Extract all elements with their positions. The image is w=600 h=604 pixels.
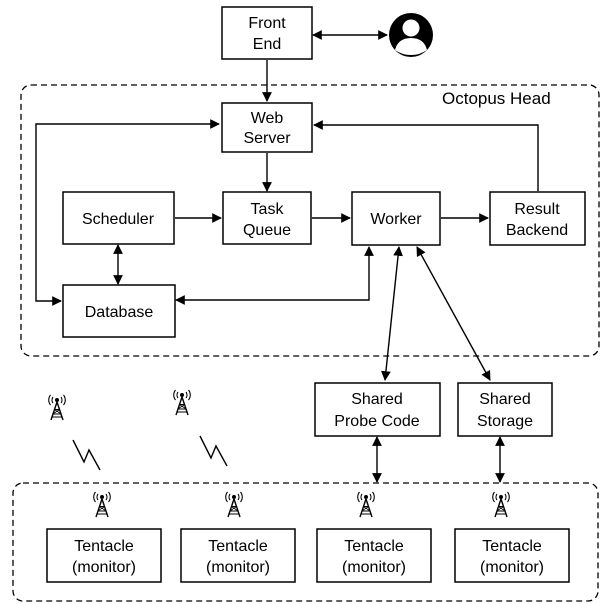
tentacle-3-label-1: Tentacle: [344, 538, 404, 555]
task-queue-label-2: Queue: [243, 222, 291, 239]
tentacle-4-label-1: Tentacle: [482, 538, 542, 555]
antenna-icon: [492, 491, 510, 518]
antenna-icon: [357, 491, 375, 518]
shared-storage-label-2: Storage: [477, 413, 533, 430]
tentacle-1-label-1: Tentacle: [74, 538, 134, 555]
antenna-icon: [48, 394, 66, 421]
antenna-icon: [93, 491, 111, 518]
scheduler-label: Scheduler: [82, 211, 155, 228]
shared-probe-code-label-2: Probe Code: [334, 413, 419, 430]
wireless-signal-icon: [199, 435, 228, 467]
database-label: Database: [85, 304, 154, 321]
tentacle-node-2: Tentacle (monitor): [180, 528, 296, 583]
result-backend-label-1: Result: [514, 201, 560, 218]
edge-resultbackend-webserver: [313, 120, 539, 191]
connectors: [35, 30, 539, 483]
tentacle-node-4: Tentacle (monitor): [454, 528, 570, 583]
tentacles-region: [12, 482, 599, 602]
worker-node: Worker: [351, 191, 441, 246]
tentacle-1-label-2: (monitor): [72, 559, 136, 576]
web-server-node: Web Server: [221, 102, 313, 153]
edge-worker-storage: [416, 246, 491, 381]
task-queue-label-1: Task: [251, 201, 285, 218]
edge-database-worker: [175, 246, 374, 305]
edge-worker-probecode: [381, 246, 403, 381]
front-end-label-1: Front: [248, 15, 286, 32]
shared-storage-node: Shared Storage: [457, 382, 553, 437]
edge-webserver-database: [35, 119, 220, 306]
tentacle-node-3: Tentacle (monitor): [316, 528, 432, 583]
result-backend-node: Result Backend: [489, 191, 586, 246]
front-end-label-2: End: [253, 36, 281, 53]
web-server-label-2: Server: [243, 130, 291, 147]
tentacle-3-label-2: (monitor): [342, 559, 406, 576]
octopus-head-label: Octopus Head: [442, 89, 551, 108]
antenna-icon: [225, 491, 243, 518]
tentacle-2-label-2: (monitor): [206, 559, 270, 576]
tentacle-2-label-1: Tentacle: [208, 538, 268, 555]
worker-label: Worker: [370, 211, 422, 228]
result-backend-label-2: Backend: [506, 222, 568, 239]
shared-probe-code-label-1: Shared: [351, 391, 403, 408]
scheduler-node: Scheduler: [62, 191, 175, 245]
tentacle-4-label-2: (monitor): [480, 559, 544, 576]
user-icon: [389, 13, 433, 57]
antenna-icon: [173, 389, 191, 416]
wireless-signal-icon: [72, 439, 101, 471]
task-queue-node: Task Queue: [222, 191, 312, 245]
front-end-node: Front End: [221, 6, 313, 60]
tentacle-node-1: Tentacle (monitor): [46, 528, 162, 583]
web-server-label-1: Web: [251, 110, 284, 127]
shared-probe-code-node: Shared Probe Code: [314, 382, 441, 437]
database-node: Database: [62, 284, 176, 338]
shared-storage-label-1: Shared: [479, 391, 531, 408]
